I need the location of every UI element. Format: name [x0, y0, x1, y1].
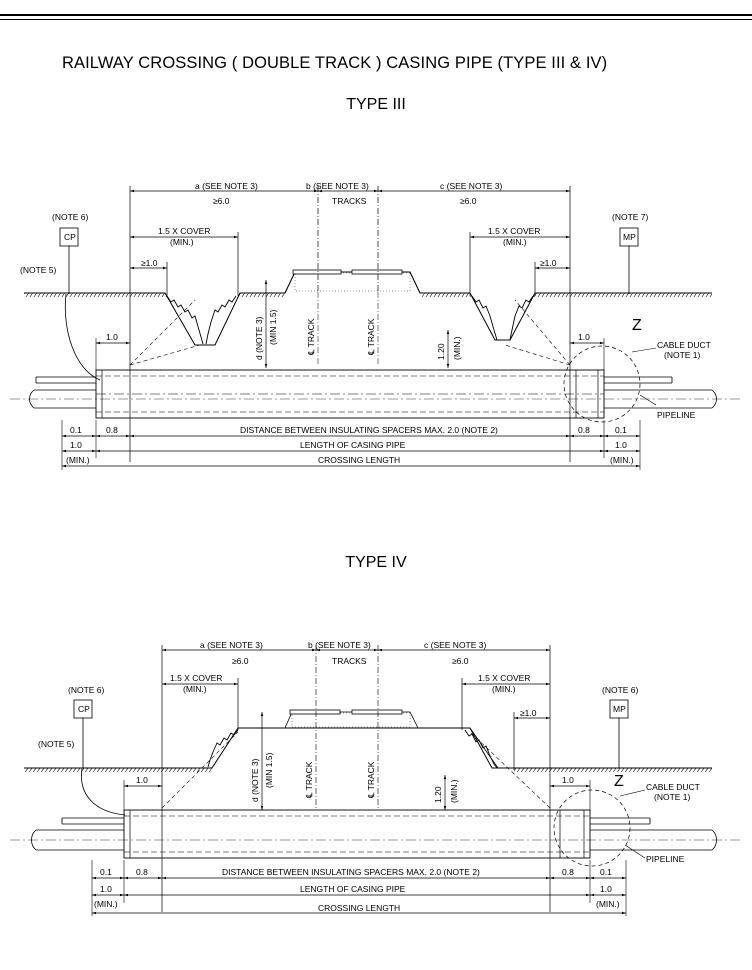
t3-note5-label: (NOTE 5)	[20, 265, 57, 275]
t4-d-min: (MIN 1.5)	[264, 752, 274, 788]
t4-track1-label: ℄ TRACK	[304, 761, 314, 799]
t3-c-label: c (SEE NOTE 3)	[440, 181, 503, 191]
t4-d10-left: 1.0	[100, 884, 112, 894]
t3-dim-120-min: (MIN.)	[452, 336, 462, 360]
t3-mp-label: MP	[623, 232, 636, 242]
t3-cable-note-label: (NOTE 1)	[664, 350, 701, 360]
t3-track1-label: ℄ TRACK	[306, 318, 316, 356]
t4-min-left: (MIN.)	[94, 899, 118, 909]
type-iii-heading: TYPE III	[346, 96, 406, 113]
t3-dim-10-left: 1.0	[106, 332, 118, 342]
t4-note6-label: (NOTE 6)	[68, 685, 105, 695]
t3-d01-right: 0.1	[615, 425, 627, 435]
t3-spacers-label: DISTANCE BETWEEN INSULATING SPACERS MAX.…	[240, 425, 498, 435]
t3-d08-left: 0.8	[106, 425, 118, 435]
header-rule-thick	[0, 14, 752, 16]
t4-tracks-label: TRACKS	[332, 656, 367, 666]
t3-cover-left-min: (MIN.)	[170, 237, 194, 247]
t4-cover-right-min: (MIN.)	[492, 684, 516, 694]
t4-d01-left: 0.1	[100, 867, 112, 877]
t4-note7-label: (NOTE 6)	[602, 685, 639, 695]
t3-d-label: d (NOTE 3)	[254, 316, 264, 360]
t4-z-label: Z	[614, 773, 624, 790]
t3-cp-label: CP	[64, 232, 76, 242]
t4-b-label: b (SEE NOTE 3)	[308, 640, 371, 650]
t3-dim-120: 1.20	[436, 343, 446, 360]
t4-d10-right: 1.0	[600, 884, 612, 894]
t4-note5-label: (NOTE 5)	[38, 739, 75, 749]
t3-cover-left: 1.5 X COVER	[158, 226, 210, 236]
t3-d10-right: 1.0	[615, 440, 627, 450]
t3-cover-right: 1.5 X COVER	[488, 226, 540, 236]
t4-dim-120-min: (MIN.)	[449, 779, 459, 803]
t4-crossing-length-label: CROSSING LENGTH	[318, 903, 400, 913]
t3-crossing-length-label: CROSSING LENGTH	[318, 455, 400, 465]
t4-d08-left: 0.8	[136, 867, 148, 877]
t4-cover-left: 1.5 X COVER	[170, 673, 222, 683]
t3-a-min: ≥6.0	[213, 196, 230, 206]
t4-cover-left-min: (MIN.)	[183, 684, 207, 694]
t4-dim-10-left: 1.0	[136, 775, 148, 785]
t3-d08-right: 0.8	[578, 425, 590, 435]
t4-dim-10-right: 1.0	[562, 775, 574, 785]
t3-d-min: (MIN 1.5)	[268, 309, 278, 345]
t4-track2-label: ℄ TRACK	[366, 761, 376, 799]
type-iv-drawing: (NOTE 6) CP (NOTE 5) (NOTE 6) MP a (SEE …	[10, 640, 740, 916]
t4-d01-right: 0.1	[600, 867, 612, 877]
t4-cp-label: CP	[78, 704, 90, 714]
t3-b-label: b (SEE NOTE 3)	[306, 181, 369, 191]
t3-a-label: a (SEE NOTE 3)	[195, 181, 258, 191]
t4-spacers-label: DISTANCE BETWEEN INSULATING SPACERS MAX.…	[222, 867, 480, 877]
header-rule-thin	[0, 19, 752, 20]
t4-cable-duct-label: CABLE DUCT	[646, 782, 700, 792]
t3-min-left: (MIN.)	[66, 455, 90, 465]
t3-cover-right-min: (MIN.)	[503, 237, 527, 247]
drawing-title: RAILWAY CROSSING ( DOUBLE TRACK ) CASING…	[62, 54, 608, 72]
t3-note7-label: (NOTE 7)	[612, 212, 649, 222]
t3-pipeline-label: PIPELINE	[657, 410, 696, 420]
t4-d-label: d (NOTE 3)	[250, 758, 260, 802]
t4-a-label: a (SEE NOTE 3)	[200, 640, 263, 650]
t3-d10-left: 1.0	[70, 440, 82, 450]
t4-pipeline-label: PIPELINE	[646, 854, 685, 864]
t3-tracks-label: TRACKS	[332, 196, 367, 206]
t4-casing-length-label: LENGTH OF CASING PIPE	[300, 884, 406, 894]
t4-ge10-right: ≥1.0	[520, 708, 537, 718]
t4-c-min: ≥6.0	[452, 656, 469, 666]
type-iii-drawing: (NOTE 6) CP (NOTE 5) (NOTE 7) MP a (SEE …	[10, 181, 740, 470]
t3-cable-duct-label: CABLE DUCT	[657, 340, 711, 350]
t4-mp-label: MP	[613, 704, 626, 714]
t3-ge10-left: ≥1.0	[141, 258, 158, 268]
t3-z-label: Z	[632, 317, 642, 334]
t4-cable-note-label: (NOTE 1)	[654, 792, 691, 802]
t4-c-label: c (SEE NOTE 3)	[424, 640, 487, 650]
t4-cover-right: 1.5 X COVER	[478, 673, 530, 683]
t3-ge10-right: ≥1.0	[540, 258, 557, 268]
t3-casing-length-label: LENGTH OF CASING PIPE	[300, 440, 406, 450]
type-iv-heading: TYPE IV	[345, 554, 407, 571]
t3-min-right: (MIN.)	[610, 455, 634, 465]
t4-min-right: (MIN.)	[596, 899, 620, 909]
t4-d08-right: 0.8	[562, 867, 574, 877]
t3-c-min: ≥6.0	[460, 196, 477, 206]
t3-d01-left: 0.1	[70, 425, 82, 435]
t4-a-min: ≥6.0	[232, 656, 249, 666]
t3-track2-label: ℄ TRACK	[366, 318, 376, 356]
t3-note6-label: (NOTE 6)	[52, 212, 89, 222]
t4-dim-120: 1.20	[433, 786, 443, 803]
t3-dim-10-right: 1.0	[578, 332, 590, 342]
